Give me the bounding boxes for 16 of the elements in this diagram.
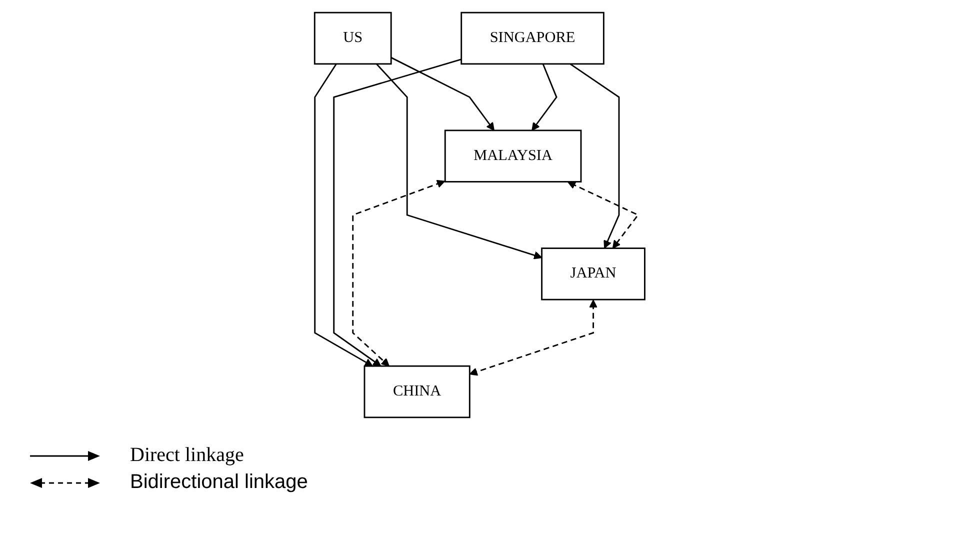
arrow xyxy=(391,56,495,131)
arrow xyxy=(470,300,598,376)
node-box: SINGAPORE xyxy=(460,12,605,65)
node-box: JAPAN xyxy=(541,248,646,300)
arrow xyxy=(314,64,374,366)
node-box: MALAYSIA xyxy=(444,130,582,182)
arrow xyxy=(532,64,558,131)
arrow xyxy=(333,58,462,366)
legend-text: Bidirectional linkage xyxy=(130,471,308,494)
arrow xyxy=(570,63,620,249)
node-box: CHINA xyxy=(364,365,471,418)
arrow xyxy=(568,181,640,249)
legend-text: Direct linkage xyxy=(130,444,244,467)
arrow xyxy=(352,180,446,366)
node-box: US xyxy=(314,12,392,65)
arrow xyxy=(376,63,542,260)
